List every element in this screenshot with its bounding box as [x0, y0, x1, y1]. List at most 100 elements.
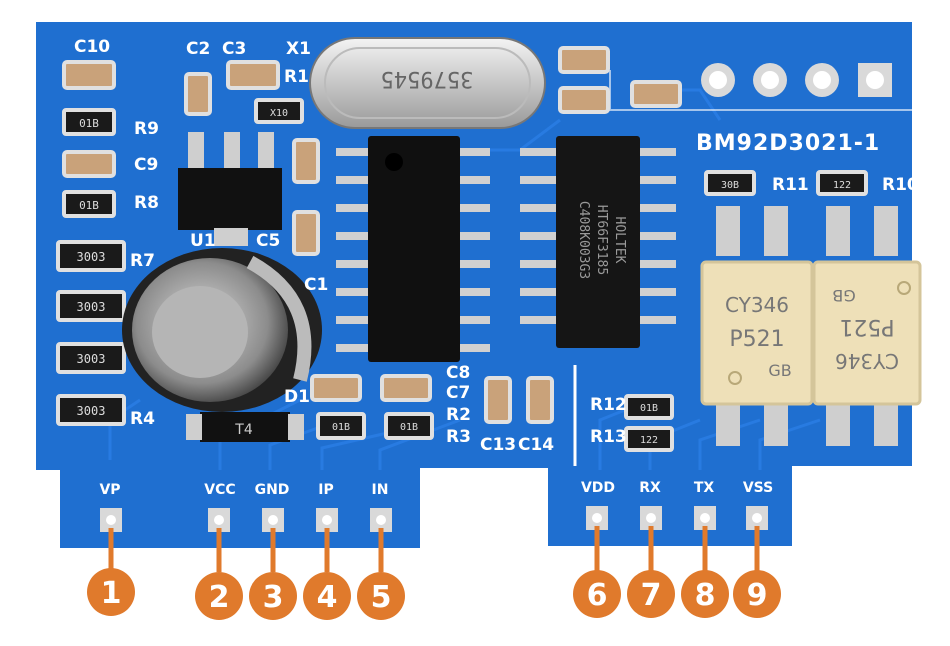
svg-text:R10: R10: [882, 175, 919, 195]
svg-text:U1: U1: [190, 231, 216, 251]
svg-text:R1: R1: [284, 67, 309, 87]
board-model: BM92D3021-1: [696, 131, 880, 156]
svg-text:4: 4: [317, 580, 338, 615]
svg-text:1: 1: [101, 576, 122, 611]
ic-holtek: HOLTEK HT66F3185 C408K003G3: [520, 136, 676, 348]
callout-2: 2: [195, 572, 243, 620]
callout-6: 6: [573, 570, 621, 618]
svg-text:R4: R4: [130, 409, 155, 429]
svg-text:C7: C7: [446, 383, 470, 403]
svg-text:C10: C10: [74, 37, 110, 57]
svg-text:C9: C9: [134, 155, 158, 175]
svg-text:C8: C8: [446, 363, 470, 383]
svg-text:CY346: CY346: [725, 293, 789, 317]
optocoupler-2: CY346 P521 GB: [812, 206, 922, 446]
svg-text:C2: C2: [186, 39, 210, 59]
callout-9: 9: [733, 570, 781, 618]
svg-text:01B: 01B: [79, 199, 99, 212]
svg-text:R3: R3: [446, 427, 471, 447]
smd-resistors: 01B 01B 3003 3003 3003 3003 X10 01B 01B …: [56, 98, 868, 452]
regulator-u1: [178, 132, 282, 246]
pin-4: IP: [316, 482, 338, 532]
svg-text:VSS: VSS: [743, 480, 773, 496]
svg-text:C5: C5: [256, 231, 280, 251]
svg-text:RX: RX: [639, 480, 661, 496]
svg-text:01B: 01B: [640, 403, 658, 414]
svg-text:3003: 3003: [77, 352, 106, 366]
crystal-x1: 3579545: [309, 37, 546, 129]
svg-text:3003: 3003: [77, 404, 106, 418]
svg-text:T4: T4: [234, 422, 253, 438]
svg-text:TX: TX: [694, 480, 715, 496]
svg-text:9: 9: [747, 578, 768, 613]
pin-headers: VP VCC GND IP IN VDD RX TX: [99, 480, 773, 532]
svg-text:C14: C14: [518, 435, 554, 455]
svg-text:C3: C3: [222, 39, 246, 59]
pin-1: VP: [99, 482, 122, 532]
svg-text:GND: GND: [255, 482, 290, 498]
svg-text:3: 3: [263, 580, 284, 615]
svg-text:X1: X1: [286, 39, 311, 59]
optocoupler-1: CY346 P521 GB: [700, 206, 814, 446]
callout-3: 3: [249, 572, 297, 620]
svg-text:IP: IP: [318, 482, 333, 498]
silkscreen-labels: C10 C2 C3 X1 R1 R9 C9 R8 R7 R4 U1 C5 C1 …: [74, 37, 919, 455]
svg-text:R2: R2: [446, 405, 471, 425]
pin-5: IN: [370, 482, 392, 532]
svg-text:GB: GB: [832, 286, 855, 305]
svg-text:8: 8: [695, 578, 716, 613]
svg-text:R7: R7: [130, 251, 155, 271]
svg-text:R12: R12: [590, 395, 627, 415]
svg-text:C1: C1: [304, 275, 328, 295]
pin-3: GND: [255, 482, 290, 532]
svg-text:X10: X10: [270, 108, 288, 119]
diode-d1: T4: [186, 412, 304, 442]
svg-text:7: 7: [641, 578, 662, 613]
pin-7: RX: [639, 480, 662, 530]
callout-7: 7: [627, 570, 675, 618]
svg-text:GB: GB: [768, 361, 791, 380]
svg-text:VCC: VCC: [204, 482, 235, 498]
svg-text:3003: 3003: [77, 300, 106, 314]
svg-text:P521: P521: [729, 327, 784, 352]
svg-text:D1: D1: [284, 387, 310, 407]
svg-text:IN: IN: [372, 482, 389, 498]
svg-text:6: 6: [587, 578, 608, 613]
smd-capacitors: [62, 46, 682, 424]
pin-8: TX: [694, 480, 716, 530]
svg-text:R11: R11: [772, 175, 809, 195]
callout-1: 1: [87, 568, 135, 616]
svg-text:R13: R13: [590, 427, 627, 447]
svg-text:CY346: CY346: [835, 349, 899, 373]
svg-text:122: 122: [640, 435, 658, 446]
svg-text:30B: 30B: [721, 180, 739, 191]
svg-text:HT66F3185: HT66F3185: [594, 205, 609, 275]
header-holes: [701, 63, 892, 97]
svg-text:2: 2: [209, 580, 230, 615]
ic-left: [336, 136, 490, 362]
svg-text:01B: 01B: [332, 422, 350, 433]
pin-2: VCC: [204, 482, 236, 532]
svg-text:VDD: VDD: [581, 480, 615, 496]
electrolytic-capacitor: [122, 248, 322, 412]
svg-text:C408K003G3: C408K003G3: [576, 201, 591, 279]
svg-text:C13: C13: [480, 435, 516, 455]
svg-text:5: 5: [371, 580, 392, 615]
callout-4: 4: [303, 572, 351, 620]
pin-callouts: 1 2 3 4 5 6 7 8 9: [87, 526, 781, 620]
callout-5: 5: [357, 572, 405, 620]
callout-8: 8: [681, 570, 729, 618]
svg-text:3003: 3003: [77, 250, 106, 264]
svg-text:R9: R9: [134, 119, 159, 139]
pin-6: VDD: [581, 480, 615, 530]
svg-text:R8: R8: [134, 193, 159, 213]
svg-text:P521: P521: [839, 314, 894, 339]
crystal-marking: 3579545: [381, 66, 474, 91]
svg-text:01B: 01B: [400, 422, 418, 433]
pin-9: VSS: [743, 480, 773, 530]
svg-text:01B: 01B: [79, 117, 99, 130]
svg-text:122: 122: [833, 180, 851, 191]
svg-text:VP: VP: [99, 482, 120, 498]
